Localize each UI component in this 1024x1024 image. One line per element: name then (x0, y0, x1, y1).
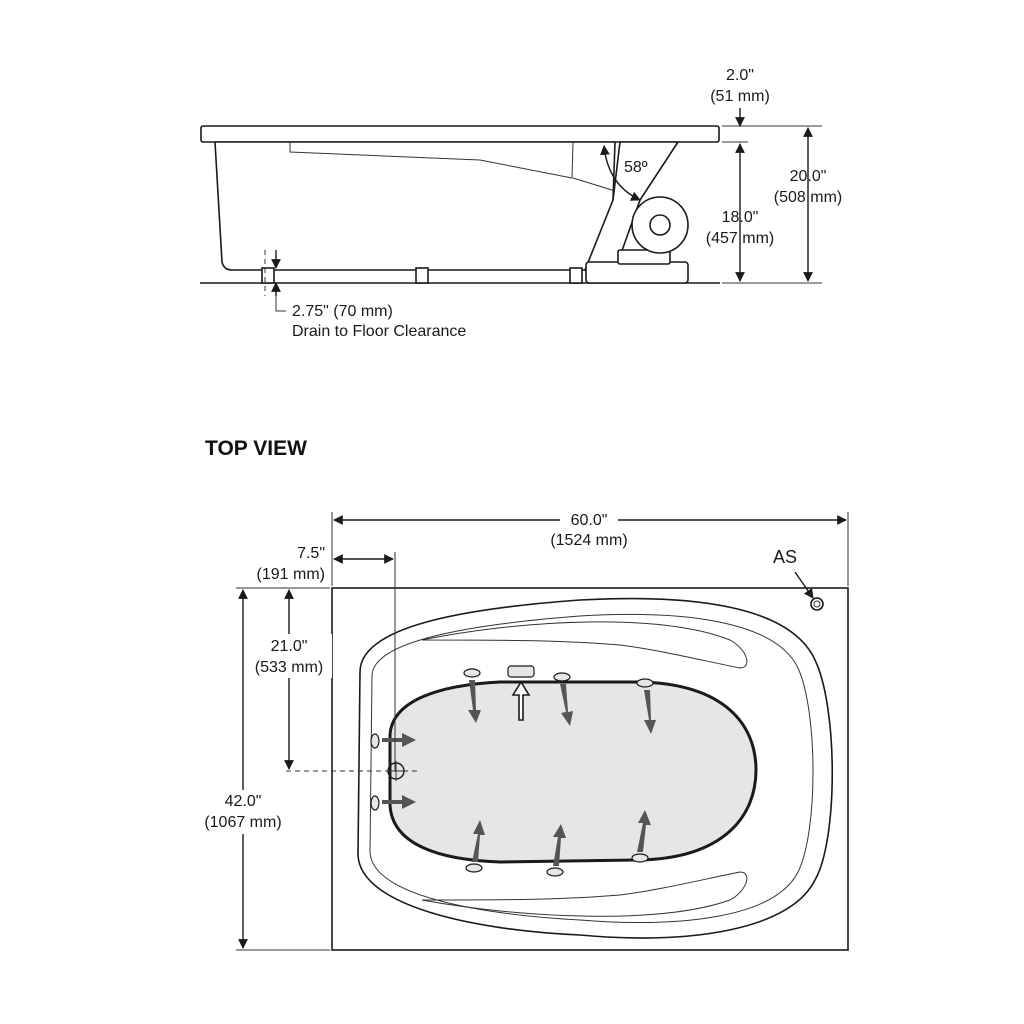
width-label-bg (196, 790, 290, 834)
offset-label: 7.5" (297, 545, 325, 562)
jet-arrow (637, 810, 651, 852)
inner-height-metric: (457 mm) (706, 230, 774, 247)
jet (370, 733, 380, 749)
jet (370, 795, 380, 811)
air-switch-ring (813, 600, 821, 608)
jets-top (463, 665, 656, 734)
tub-foot (415, 267, 429, 284)
tub-basin (388, 680, 758, 864)
jet-arrow (382, 733, 416, 747)
suction-arrow (511, 680, 531, 721)
tub-foot (569, 267, 583, 284)
pump-motor-hub (649, 214, 671, 236)
jet (636, 678, 654, 688)
drain-clearance-caption: Drain to Floor Clearance (292, 323, 466, 340)
jet-arrow (553, 824, 566, 866)
offset-metric: (191 mm) (257, 566, 325, 583)
width-label: 42.0" (225, 793, 262, 810)
jet (631, 853, 649, 863)
armrest-upper (421, 621, 748, 669)
drain-leader (275, 296, 286, 312)
rim-height-metric: (51 mm) (710, 88, 770, 105)
angle-arc (600, 145, 641, 201)
jet-arrow (382, 795, 416, 809)
jets-bottom (465, 810, 651, 877)
total-height-metric: (508 mm) (774, 189, 842, 206)
jet (463, 668, 481, 678)
jet-arrow (472, 820, 485, 862)
jet (553, 672, 571, 682)
half-width-metric: (533 mm) (255, 659, 323, 676)
top-view-title: TOP VIEW (205, 437, 307, 460)
width-metric: (1067 mm) (204, 814, 281, 831)
half-width-label-bg (246, 634, 332, 678)
total-height-label: 20.0" (790, 168, 827, 185)
side-view: 58º 2.0" (51 mm) 18.0" (457 mm) 20.0" (5… (200, 67, 842, 340)
air-switch-label: AS (773, 547, 797, 567)
top-view: TOP VIEW (196, 437, 849, 951)
length-label: 60.0" (571, 512, 608, 529)
tub-foot (261, 267, 275, 284)
length-label-bg (560, 510, 618, 528)
suction-fitting (507, 665, 535, 678)
rim-height-label: 2.0" (726, 67, 754, 84)
length-metric: (1524 mm) (550, 532, 627, 549)
drain-clearance-label: 2.75" (70 mm) (292, 303, 393, 320)
tub-body (214, 141, 616, 271)
tub-rim (200, 125, 720, 143)
air-switch-leader (794, 571, 814, 599)
air-switch (810, 597, 824, 611)
jet-arrow (644, 690, 656, 734)
half-width-label: 21.0" (271, 638, 308, 655)
jet (465, 863, 483, 873)
jet-arrow (468, 680, 481, 723)
armrest-lower (421, 871, 748, 917)
rim-contour-inner (369, 613, 814, 923)
tub-inner-shell (289, 141, 574, 179)
inner-height-label: 18.0" (722, 209, 759, 226)
jet-arrow (560, 684, 573, 726)
angle-label: 58º (624, 159, 648, 176)
jet (546, 867, 564, 877)
jets-end (370, 733, 416, 811)
pump-base (585, 261, 689, 284)
